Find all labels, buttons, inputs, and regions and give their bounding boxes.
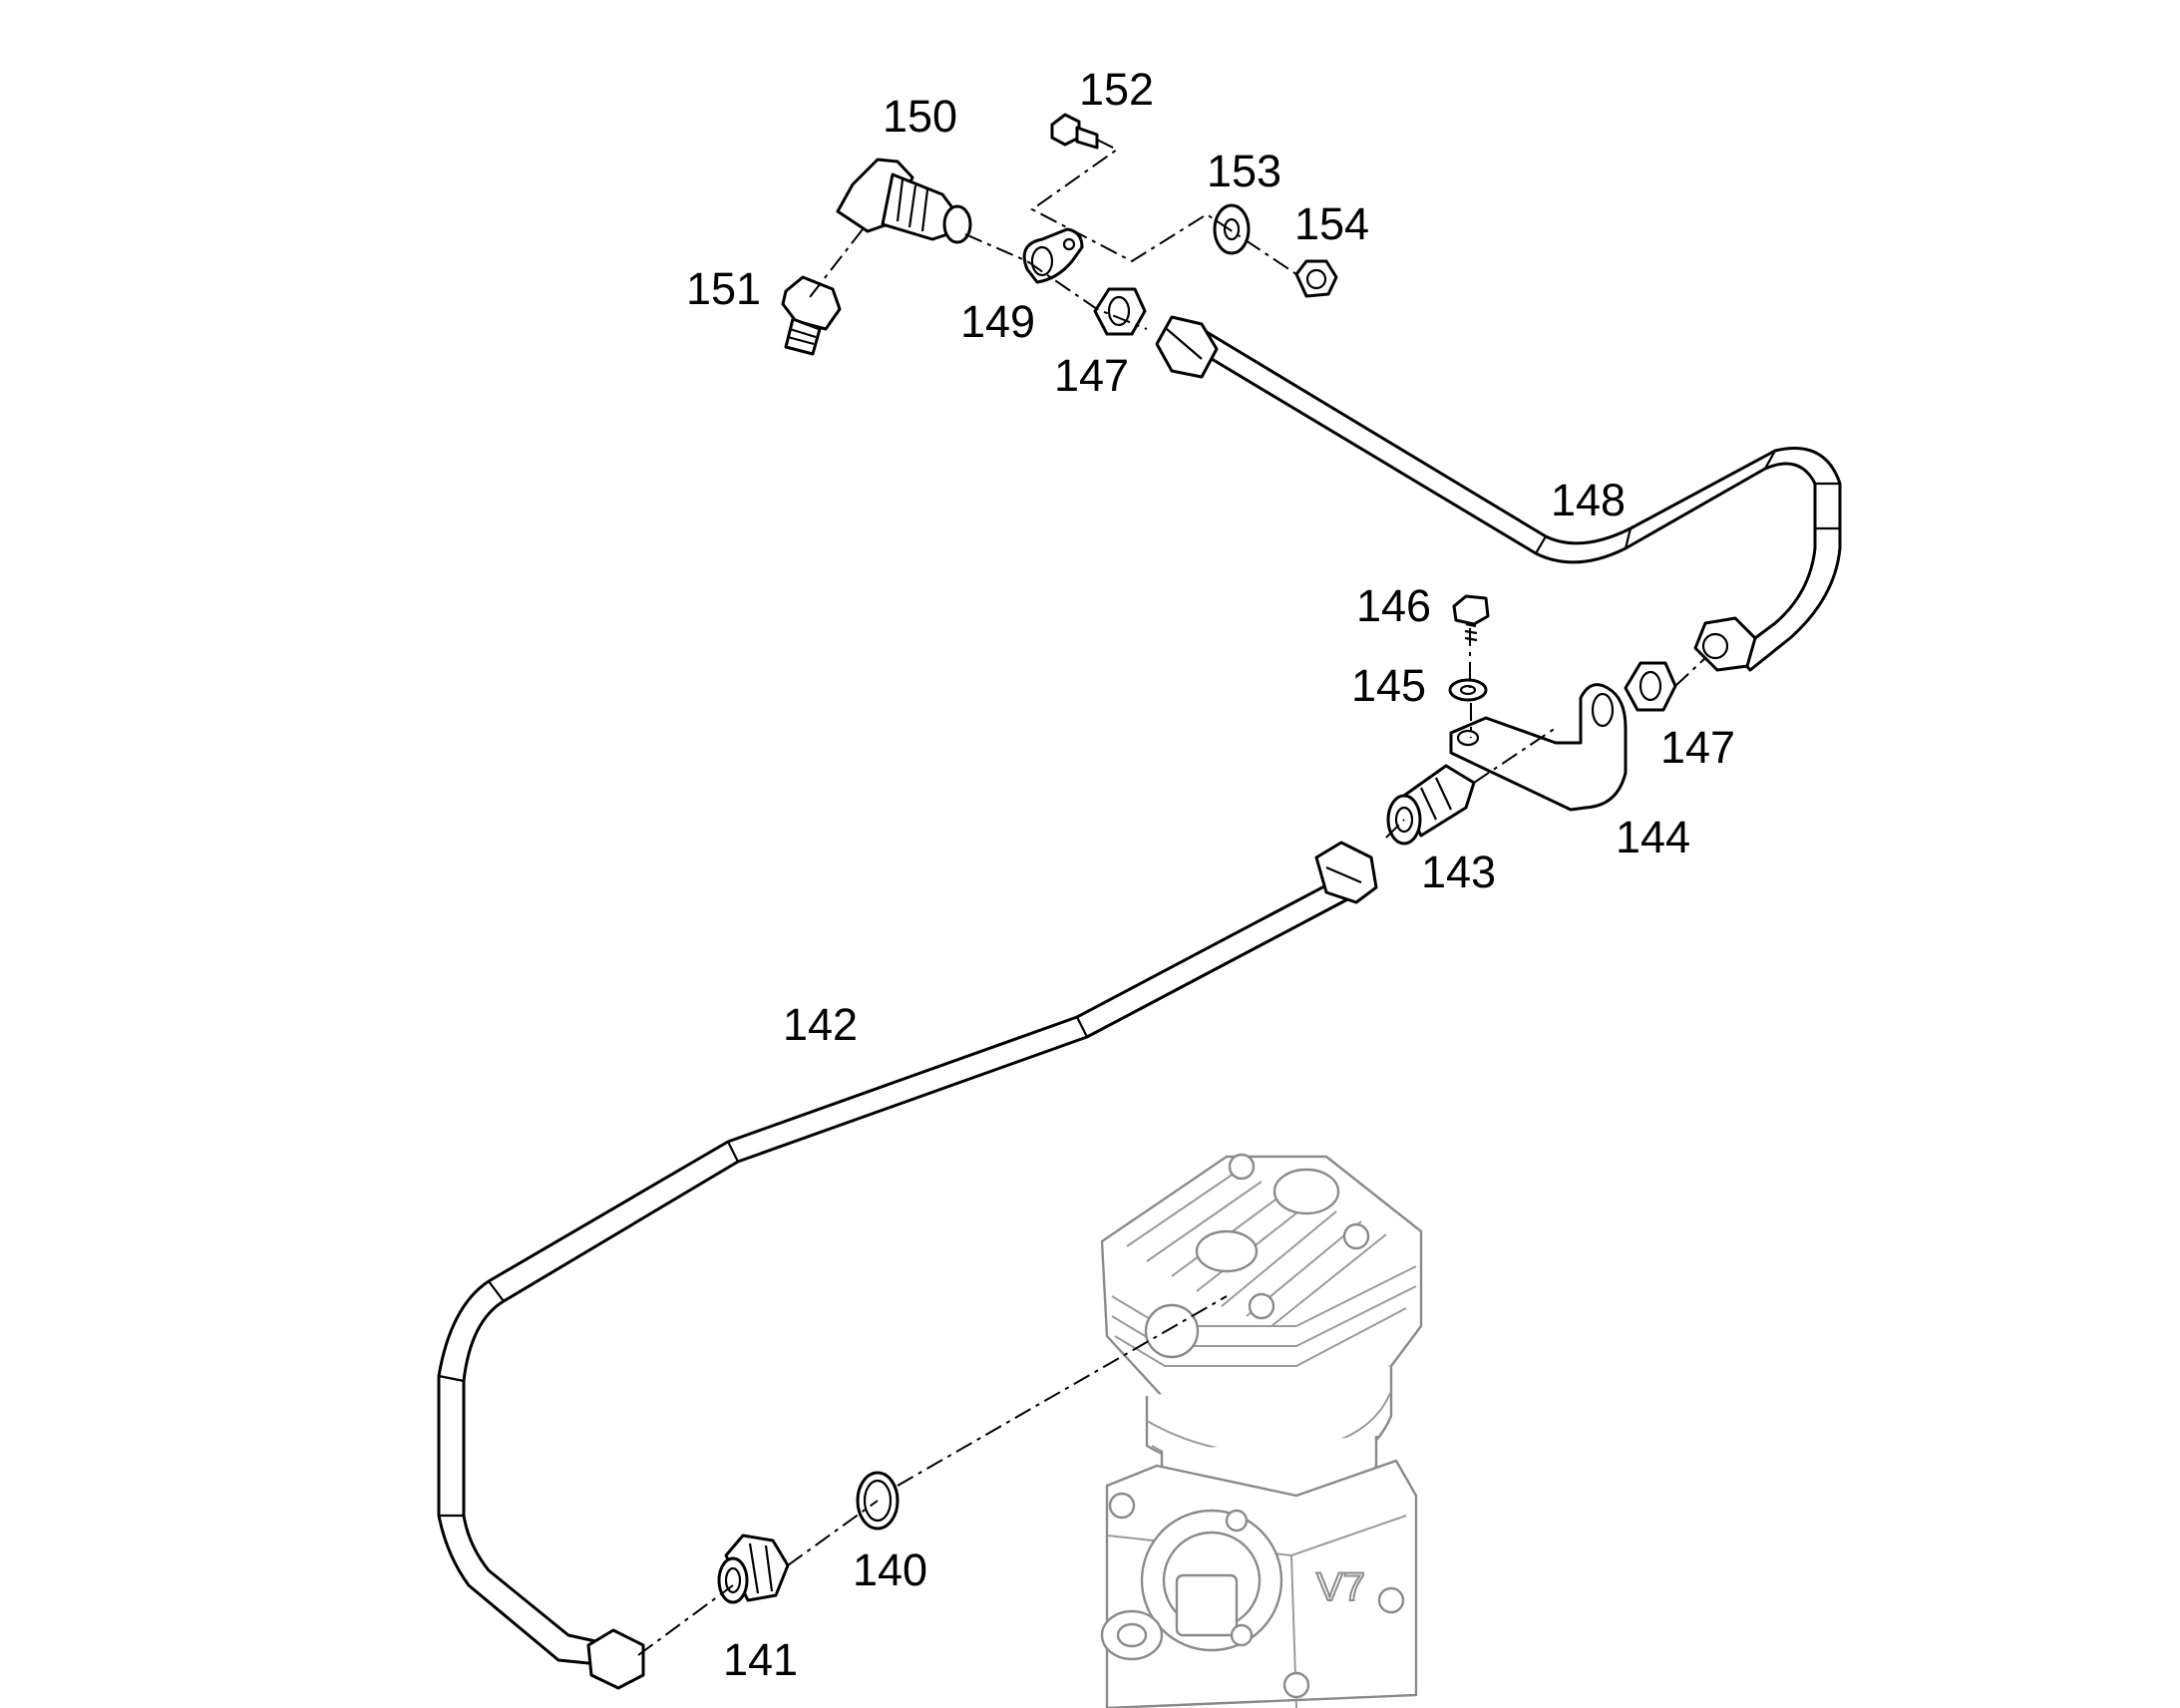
nut-154 xyxy=(1294,259,1338,298)
callout-150: 150 xyxy=(883,91,957,142)
callout-140: 140 xyxy=(853,1544,927,1595)
callout-144: 144 xyxy=(1616,812,1690,862)
screw-152 xyxy=(1050,113,1099,150)
callout-152: 152 xyxy=(1079,64,1154,115)
callout-153: 153 xyxy=(1207,146,1281,196)
washer-145 xyxy=(1448,678,1488,702)
nut-147-right xyxy=(1624,661,1677,712)
elbow-fitting-150 xyxy=(836,158,972,244)
callout-149: 149 xyxy=(960,296,1035,347)
washer-153 xyxy=(1213,203,1251,255)
pipe-148 xyxy=(1155,315,1842,672)
callout-143: 143 xyxy=(1421,847,1496,897)
callout-148: 148 xyxy=(1551,475,1626,525)
callout-146: 146 xyxy=(1356,580,1431,631)
callout-147-right: 147 xyxy=(1660,722,1735,773)
callout-142: 142 xyxy=(783,999,858,1050)
callout-154: 154 xyxy=(1294,198,1369,249)
bolt-146 xyxy=(1452,594,1490,642)
fitting-141 xyxy=(717,1534,790,1604)
callout-147-top: 147 xyxy=(1054,350,1129,401)
nut-147-top xyxy=(1093,287,1147,336)
callout-145: 145 xyxy=(1351,660,1426,711)
callout-labels: 152 150 153 154 151 149 147 148 146 145 … xyxy=(686,64,1735,1685)
svg-text:V7: V7 xyxy=(1316,1565,1365,1609)
callout-141: 141 xyxy=(723,1634,798,1685)
adapter-151 xyxy=(781,275,842,356)
bracket-144 xyxy=(1449,683,1628,812)
bracket-149 xyxy=(1022,227,1084,284)
o-ring-140 xyxy=(856,1471,900,1531)
assembly-lines xyxy=(637,139,1706,1656)
pipe-142 xyxy=(437,841,1378,1690)
compressor-housing: V7 xyxy=(1100,1153,1423,1708)
connector-143 xyxy=(1386,764,1476,846)
callout-151: 151 xyxy=(686,263,761,314)
